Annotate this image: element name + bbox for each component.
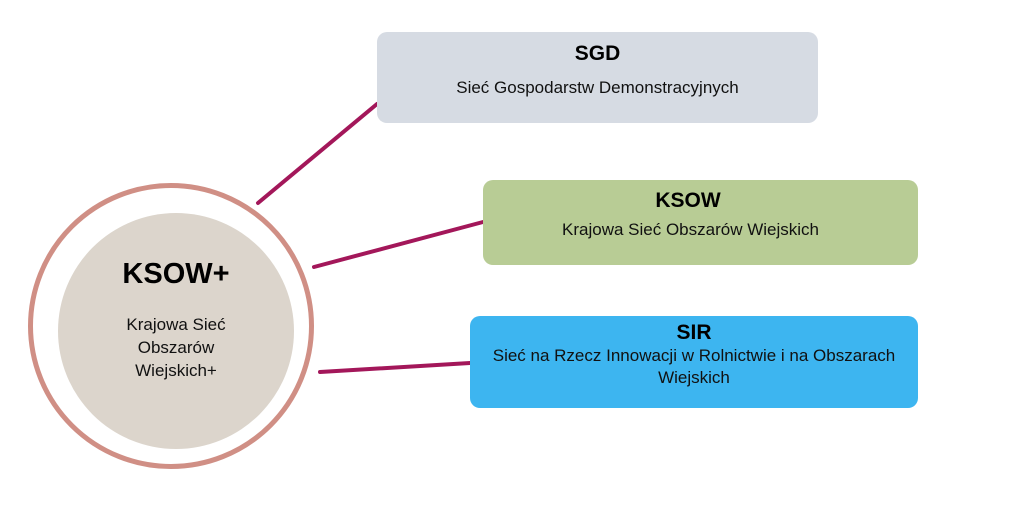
center-node: KSOW+ Krajowa Sieć Obszarów Wiejskich+	[58, 213, 294, 449]
connector-ksow	[312, 220, 485, 269]
node-sgd-subtitle: Sieć Gospodarstw Demonstracyjnych	[456, 78, 739, 97]
node-sir: SIR Sieć na Rzecz Innowacji w Rolnictwie…	[470, 316, 918, 408]
node-ksow-subtitle: Krajowa Sieć Obszarów Wiejskich	[562, 220, 819, 239]
center-title: KSOW+	[122, 258, 230, 290]
connector-sir	[318, 361, 472, 374]
node-sir-title: SIR	[676, 321, 712, 344]
node-ksow: KSOW Krajowa Sieć Obszarów Wiejskich	[483, 180, 918, 265]
center-subtitle: Krajowa Sieć Obszarów Wiejskich+	[126, 315, 226, 380]
connector-sgd	[256, 102, 379, 205]
node-sgd: SGD Sieć Gospodarstw Demonstracyjnych	[377, 32, 818, 123]
node-sir-subtitle: Sieć na Rzecz Innowacji w Rolnictwie i n…	[492, 346, 896, 387]
node-sgd-title: SGD	[574, 42, 621, 65]
node-ksow-title: KSOW	[655, 189, 721, 212]
